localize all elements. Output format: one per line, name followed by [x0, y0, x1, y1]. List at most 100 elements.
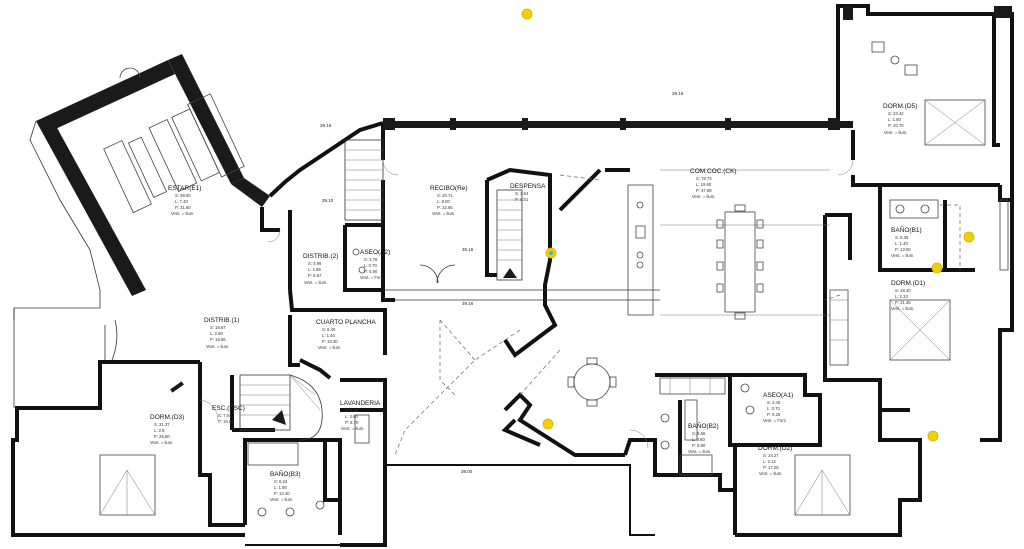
window-marks — [383, 6, 1012, 130]
room-estar: ESTAR(E1) S: 38.50 L: 7.40 P: 31.60 Vent… — [168, 185, 201, 216]
dashed-lines — [383, 169, 961, 456]
room-perimeter: P: 6.25 — [767, 412, 781, 417]
level-label: 39.16 — [462, 247, 474, 252]
room-area: S: 38.50 — [175, 193, 191, 198]
room-area: S: 9.39 — [895, 235, 909, 240]
room-vent: Vent. = Ilum. — [884, 130, 907, 135]
room-distrib2: DISTRIB.(2) S: 4.99 L: 1.85 P: 8.87 Vent… — [303, 253, 338, 285]
room-perimeter: P: 5.90 — [364, 269, 378, 274]
room-perimeter: P: 47.89 — [696, 188, 712, 193]
room-perimeter: P: 21.45 — [895, 300, 911, 305]
room-perimeter: P: 13.50 — [895, 247, 911, 252]
room-light: L: 2.12 — [763, 459, 776, 464]
room-name: BAÑO(B2) — [688, 421, 719, 430]
room-area: S: 2.40 — [767, 400, 781, 405]
room-vent: Vent. = Ilum. — [891, 306, 914, 311]
room-perimeter: P: 25.60 — [154, 434, 170, 439]
room-vent: Vent. = Ilum. — [150, 440, 173, 445]
room-name: DISTRIB.(2) — [303, 253, 338, 260]
room-area: S: 78.73 — [696, 176, 712, 181]
room-name: DORM.(D2) — [758, 445, 792, 452]
room-area: S: 21.37 — [154, 422, 170, 427]
room-banob2: BAÑO(B2) S: 5.56 L: 0.80 P: 9.80 Vent. =… — [688, 421, 719, 454]
room-area: S: 4.99 — [308, 261, 322, 266]
level-markers: 39.16 39.16 39.10 39.16 39.16 39.00 — [320, 91, 684, 474]
room-vent: Vent. = Forz. — [360, 275, 384, 280]
room-vent: Vent. = Ilum. — [318, 345, 341, 350]
room-name: ESTAR(E1) — [168, 185, 201, 192]
room-area: S: 23.42 — [888, 111, 904, 116]
room-light: L: 8.00 — [437, 199, 450, 204]
room-name: ASEO(A2) — [360, 249, 390, 256]
room-name: CUARTO PLANCHA — [316, 319, 376, 326]
furniture — [99, 41, 1009, 517]
room-name: BAÑO(B3) — [270, 469, 301, 478]
room-area: S: 8.24 — [274, 479, 288, 484]
room-distrib1: DISTRIB.(1) S: 18.87 L: 2.80 P: 18.86 Ve… — [204, 317, 239, 349]
room-despensa: DESPENSA S: 3.64 P: 8.01 — [510, 183, 546, 202]
room-area: S: 7.04 — [218, 413, 232, 418]
room-name: DISTRIB.(1) — [204, 317, 239, 324]
room-perimeter: P: 8.87 — [308, 273, 322, 278]
room-area: S: 5.56 — [692, 431, 706, 436]
room-perimeter: P: 9.80 — [692, 443, 706, 448]
level-label: 39.16 — [320, 123, 332, 128]
level-label: 39.16 — [462, 301, 474, 306]
marker-dot — [542, 418, 554, 430]
room-area: S: 20.71 — [437, 193, 453, 198]
room-banob1: BAÑO(B1) S: 9.39 L: 1.40 P: 13.50 Vent. … — [891, 225, 922, 258]
room-name: LAVANDERIA — [340, 400, 381, 407]
room-dormd1: DORM.(D1) S: 18.40 L: 2.33 P: 21.45 Vent… — [891, 280, 925, 311]
room-name: RECIBO(Re) — [430, 185, 468, 192]
room-light: L: 2.33 — [895, 294, 908, 299]
room-vent: Vent. = Ilum. — [341, 426, 364, 431]
room-dormd3: DORM.(D3) S: 21.37 L: 2.8 P: 25.60 Vent.… — [150, 414, 184, 445]
room-vent: Vent. = Ilum. — [171, 211, 194, 216]
room-vent: Vent. = Forz. — [763, 418, 787, 423]
room-light: L: 7.40 — [175, 199, 188, 204]
room-vent: Vent. = Ilum. — [891, 253, 914, 258]
room-perimeter: P: 8.01 — [515, 197, 529, 202]
room-light: L: 2.8 — [154, 428, 165, 433]
room-dormd2: DORM.(D2) S: 24.27 L: 2.12 P: 17.00 Vent… — [758, 445, 792, 476]
marker-dot — [963, 231, 975, 243]
room-area: S: 4.23 — [345, 408, 359, 413]
room-name: DORM.(D3) — [150, 414, 184, 421]
walls — [11, 4, 1014, 547]
room-light: L: 0.70 — [364, 263, 377, 268]
room-perimeter: P: 22.65 — [437, 205, 453, 210]
marker-dot — [927, 430, 939, 442]
room-perimeter: P: 17.00 — [763, 465, 779, 470]
room-light: L: 1.40 — [322, 333, 335, 338]
room-dormd5: DORM.(D5) S: 23.42 L: 1.80 P: 20.70 Vent… — [883, 103, 917, 135]
room-area: S: 18.40 — [895, 288, 911, 293]
room-vent: Vent. = Ilum. — [206, 344, 229, 349]
room-area: S: 3.64 — [515, 191, 529, 196]
room-perimeter: P: 31.60 — [175, 205, 191, 210]
room-vent: Vent. = Ilum. — [304, 280, 327, 285]
room-perimeter: P: 10.81 — [218, 419, 234, 424]
room-vent: Vent. = Ilum. — [688, 449, 711, 454]
room-name: ASEO(A1) — [763, 392, 793, 399]
marker-dot — [931, 262, 943, 274]
level-label: 39.16 — [672, 91, 684, 96]
room-vent: Vent. = Ilum. — [432, 211, 455, 216]
room-vent: Vent. = Ilum. — [692, 194, 715, 199]
room-vent: Vent. = Ilum. — [270, 497, 293, 502]
room-area: S: 24.27 — [763, 453, 779, 458]
room-cuartoplancha: CUARTO PLANCHA S: 6.40 L: 1.40 P: 10.30 … — [316, 319, 376, 350]
room-esc: ESC.(ESC) S: 7.04 P: 10.81 — [212, 405, 245, 424]
stairs — [239, 139, 523, 441]
room-light: L: 0.70 — [767, 406, 780, 411]
room-light: L: 2.80 — [345, 414, 358, 419]
room-light: L: 0.80 — [692, 437, 705, 442]
room-area: S: 18.87 — [210, 325, 226, 330]
room-aseoa2: ASEO(A2) S: 1.78 L: 0.70 P: 5.90 Vent. =… — [360, 249, 390, 280]
level-label: 39.00 — [461, 469, 473, 474]
room-light: L: 1.85 — [308, 267, 321, 272]
room-area: S: 1.78 — [364, 257, 378, 262]
room-area: S: 6.40 — [322, 327, 336, 332]
room-perimeter: P: 8.70 — [345, 420, 359, 425]
room-name: ESC.(ESC) — [212, 405, 245, 412]
